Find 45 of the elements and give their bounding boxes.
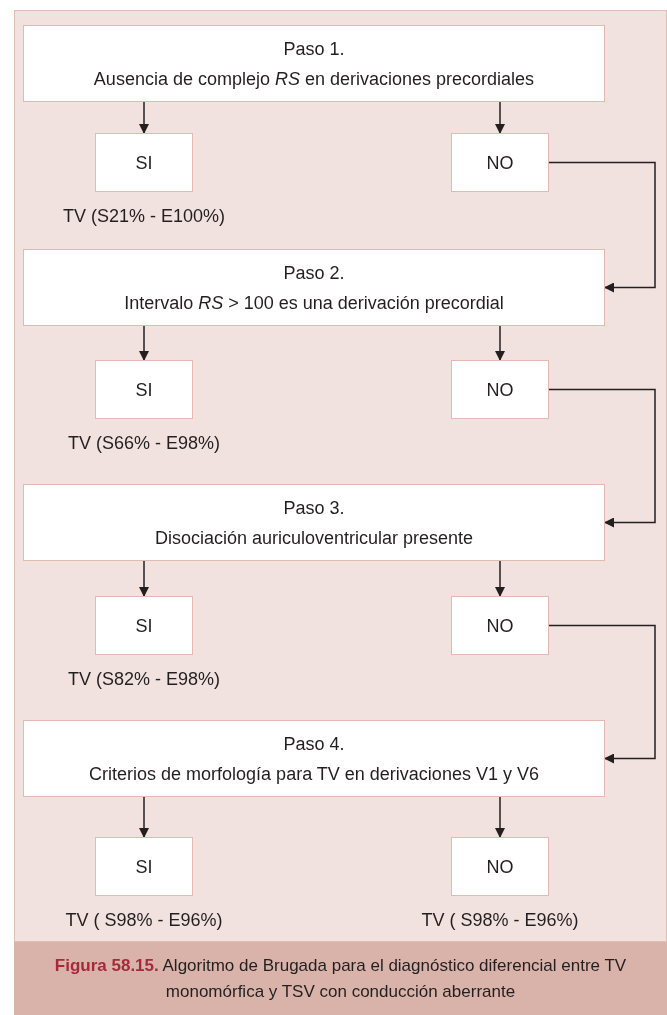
text: SI [135,378,153,402]
text: SI [135,151,153,175]
result-label: TV (S21% - E100%) [61,205,227,228]
answer-box [95,596,193,655]
arrow [495,101,505,134]
answer-box [95,837,193,896]
arrow [548,624,656,764]
answer-box [451,133,549,192]
text: SI [135,614,153,638]
arrow [139,560,149,597]
text: NO [486,614,514,638]
arrow [139,796,149,838]
answer-box [95,133,193,192]
step-box [23,720,605,797]
text: Paso 1. [283,37,345,61]
result-label: TV (S66% - E98%) [66,432,222,455]
text: Paso 3. [283,496,345,520]
answer-box [451,360,549,419]
step-description: Intervalo RS > 100 es una derivación precordial [124,291,504,315]
answer-box [95,360,193,419]
text: NO [486,378,514,402]
result-label: TV ( S98% - E96%) [64,909,224,932]
result-label: TV ( S98% - E96%) [420,909,580,932]
step-box [23,25,605,102]
arrow [139,325,149,361]
text: NO [486,151,514,175]
step-description: Criterios de morfología para TV en derivaciones V1 y V6 [89,762,539,786]
text: Paso 4. [283,732,345,756]
text: NO [486,855,514,879]
answer-box [451,837,549,896]
text: SI [135,855,153,879]
arrow [548,161,656,293]
answer-box [451,596,549,655]
text: Paso 2. [283,261,345,285]
result-label: TV (S82% - E98%) [66,668,222,691]
step-description: Ausencia de complejo RS en derivaciones precordiales [93,67,535,91]
arrow [495,796,505,838]
caption: Figura 58.15. Algoritmo de Brugada para el diagnóstico diferencial entre TV monomórfica y TSV con conducción aberrante [53,954,628,1003]
arrow [495,325,505,361]
arrow [139,101,149,134]
arrow [548,388,656,528]
step-box [23,484,605,561]
arrow [495,560,505,597]
step-description: Disociación auriculoventricular presente [154,526,474,550]
step-box [23,249,605,326]
